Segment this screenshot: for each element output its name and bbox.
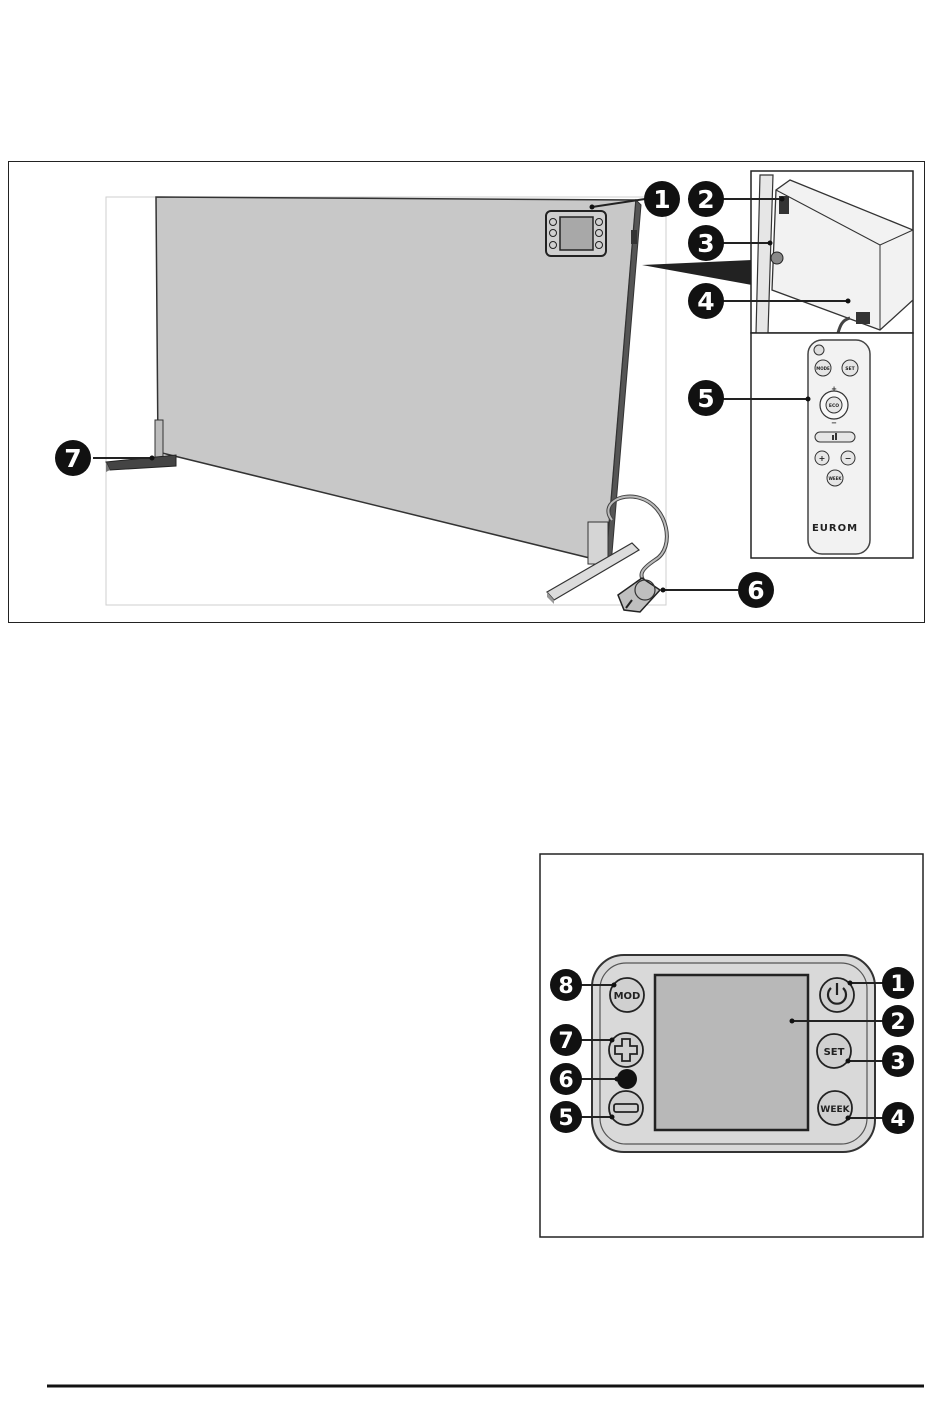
- figure2-callout-7: 7: [550, 1024, 582, 1056]
- display-screen: [655, 975, 808, 1130]
- set-button-label: SET: [824, 1047, 845, 1058]
- figure1-callout-7: 7: [55, 440, 91, 476]
- figure1-callout-1: 1: [644, 181, 680, 217]
- figure1-callout-2: 2: [688, 181, 724, 217]
- callout-number: 7: [558, 1029, 573, 1054]
- remote-down-label: −: [831, 419, 837, 427]
- power-plug: [618, 578, 660, 612]
- panel-minus-button: [609, 1091, 643, 1125]
- figure1-callout-5: 5: [688, 380, 724, 416]
- callout-number: 6: [747, 576, 764, 605]
- indicator-led: [617, 1069, 637, 1089]
- callout-number: 2: [890, 1010, 905, 1035]
- callout-number: 1: [890, 972, 905, 997]
- heater-control-panel: [546, 211, 606, 256]
- figure2-callout-4: 4: [882, 1102, 914, 1134]
- power-cord: [608, 497, 666, 580]
- figure1-callout-6: 6: [738, 572, 774, 608]
- remote-set-label: SET: [845, 366, 855, 372]
- callout-number: 4: [697, 287, 714, 316]
- figure2-callout-5: 5: [550, 1101, 582, 1133]
- remote-mode-label: MODE: [816, 366, 830, 371]
- figure2-callout-1: 1: [882, 967, 914, 999]
- figure2-callout-8: 8: [550, 969, 582, 1001]
- panel-set-button: SET: [817, 1034, 851, 1068]
- callout-number: 7: [64, 444, 81, 473]
- callout-number: 8: [558, 974, 573, 999]
- callout-number: 5: [697, 384, 714, 413]
- panel-plus-button: [609, 1033, 643, 1067]
- remote-control: MODE SET + ECO − + − WEEK EUROM: [808, 340, 870, 554]
- week-button-label: WEEK: [820, 1105, 850, 1115]
- figure1-callout-3: 3: [688, 225, 724, 261]
- callout-number: 1: [653, 185, 670, 214]
- remote-brand-logo: EUROM: [812, 523, 858, 534]
- mod-button-label: MOD: [614, 991, 641, 1002]
- figure1-callout-4: 4: [688, 283, 724, 319]
- remote-plus-label: +: [819, 454, 826, 463]
- remote-minus-label: −: [845, 454, 852, 463]
- callout-number: 6: [558, 1068, 573, 1093]
- figure2-callout-3: 3: [882, 1045, 914, 1077]
- remote-week-label: WEEK: [829, 476, 843, 481]
- callout-number: 3: [697, 229, 714, 258]
- callout-number: 4: [890, 1107, 905, 1132]
- figure2-callout-6: 6: [550, 1063, 582, 1095]
- zoom-wedge: [642, 260, 752, 285]
- remote-eco-label: ECO: [829, 403, 839, 409]
- remote-power-icon: [814, 345, 824, 355]
- callout-number: 2: [697, 185, 714, 214]
- figure2-callout-2: 2: [882, 1005, 914, 1037]
- callout-number: 5: [558, 1106, 573, 1131]
- callout-number: 3: [890, 1050, 905, 1075]
